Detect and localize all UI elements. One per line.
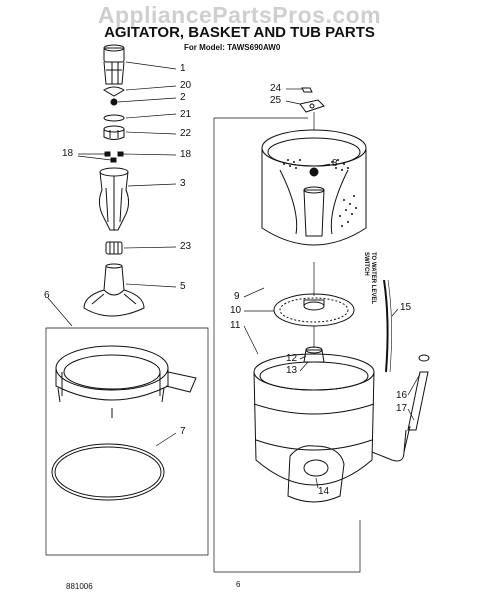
- part-6-balance-ring: [55, 345, 197, 418]
- callout-18-left: 18: [62, 148, 74, 159]
- part-7-gasket: [51, 443, 165, 501]
- callout-20: 20: [180, 80, 192, 91]
- callout-17: 17: [396, 403, 408, 414]
- part-10-hub: [273, 293, 355, 327]
- callout-15: 15: [400, 302, 412, 313]
- callout-9: 9: [234, 291, 240, 302]
- basket-perforations: [283, 159, 357, 227]
- part-18-dogs: [104, 151, 124, 163]
- water-level-note: TO WATER LEVEL SWITCH: [362, 252, 376, 304]
- callout-5: 5: [180, 281, 186, 292]
- part-9-basket: [261, 129, 367, 246]
- watermark: AppliancePartsPros.com: [97, 2, 382, 28]
- footer-code: 881006: [66, 582, 93, 591]
- callout-6: 6: [44, 290, 50, 301]
- note-line-1: TO WATER LEVEL: [370, 252, 376, 305]
- part-24-nut: [301, 87, 313, 93]
- note-line-2: SWITCH: [363, 252, 369, 276]
- model-number: For Model: TAWS690AW0: [184, 43, 281, 52]
- part-25-spanner: [299, 99, 325, 113]
- callout-24: 24: [270, 83, 282, 94]
- callout-25: 25: [270, 95, 282, 106]
- part-15-hose: [383, 279, 392, 373]
- callout-23: 23: [180, 241, 192, 252]
- callout-8: 8: [332, 158, 338, 169]
- part-22-cam: [103, 125, 125, 140]
- bracket-box-6-7: [45, 297, 209, 556]
- callout-14: 14: [318, 486, 330, 497]
- left-leader-lines: [77, 61, 177, 288]
- callout-22: 22: [180, 128, 192, 139]
- diagram-title: AGITATOR, BASKET AND TUB PARTS: [104, 24, 375, 41]
- part-11-outer-tub: [253, 353, 407, 503]
- part-21-ring: [103, 114, 125, 122]
- callout-1: 1: [180, 63, 186, 74]
- footer-page-number: 6: [236, 580, 241, 589]
- part-23-drive-bell: [105, 241, 123, 255]
- callout-2: 2: [180, 92, 186, 103]
- right-leader-lines: [243, 163, 421, 421]
- part-16-17-air-dome: [403, 354, 430, 453]
- callout-21: 21: [180, 109, 192, 120]
- callout-3: 3: [180, 178, 186, 189]
- callout-13: 13: [286, 365, 298, 376]
- part-3-agitator-barrel: [98, 167, 130, 231]
- part-20-seal: [103, 86, 125, 97]
- callout-16: 16: [396, 390, 408, 401]
- callout-18-right: 18: [180, 149, 192, 160]
- part-1-cap: [103, 44, 125, 85]
- part-5-agitator-base: [83, 263, 145, 317]
- bracket-right: [213, 117, 361, 573]
- callout-11: 11: [230, 320, 241, 331]
- callout-12: 12: [286, 353, 298, 364]
- part-2-nut: [110, 98, 118, 106]
- callout-10: 10: [230, 305, 242, 316]
- callout-7: 7: [180, 426, 186, 437]
